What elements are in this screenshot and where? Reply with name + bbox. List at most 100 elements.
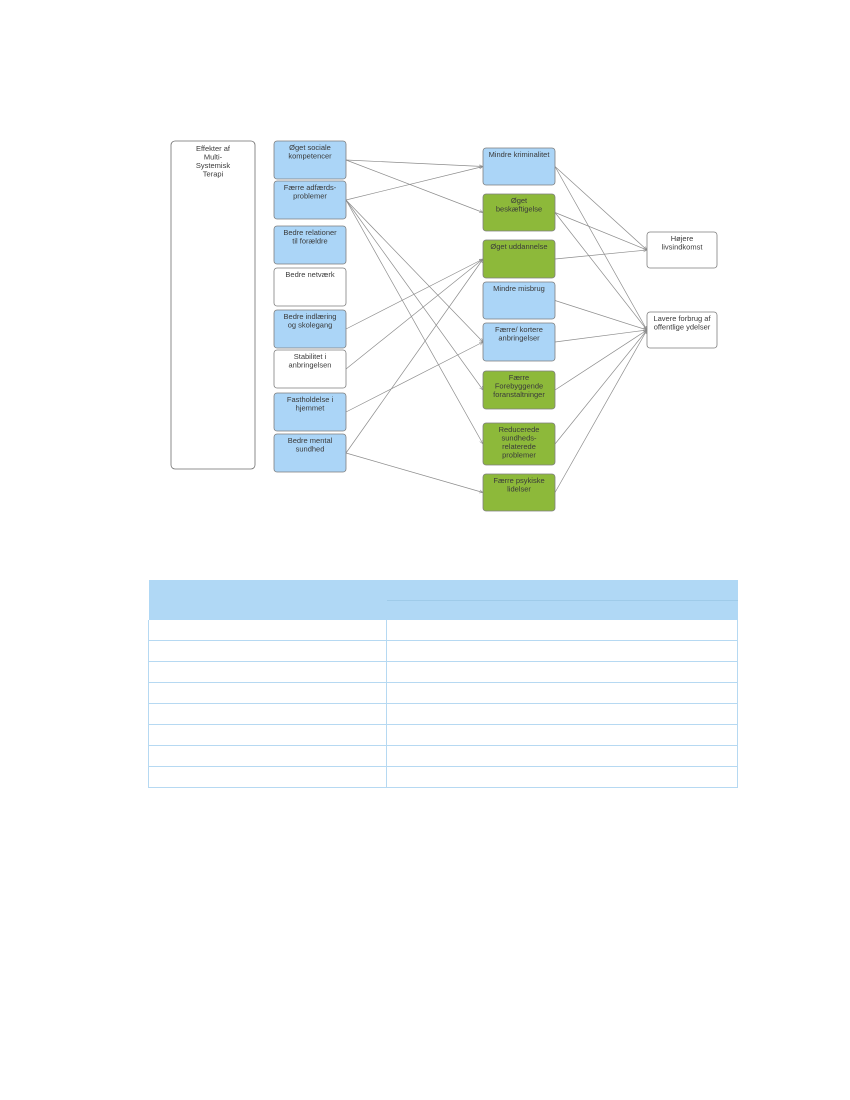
table-cell — [386, 661, 738, 683]
connector-o2-f1 — [554, 212, 647, 251]
side-panel-frame — [170, 140, 256, 470]
final-box-label: livsindkomst — [662, 243, 704, 252]
connector-e2-o5 — [345, 199, 483, 342]
connector-e8-o3 — [345, 259, 483, 454]
table-cell — [148, 745, 387, 767]
outcome-box-label: Færre/ kortere — [495, 325, 543, 334]
table-cell — [386, 745, 738, 767]
table-cell — [148, 724, 387, 746]
final-box-rect — [646, 231, 718, 269]
final-box-label: Lavere forbrug af — [653, 314, 711, 323]
connector-o8-f2 — [554, 330, 647, 493]
effect-box-label: hjemmet — [296, 404, 326, 413]
connector-e1-o1 — [345, 159, 483, 167]
effect-box-label: sundhed — [296, 445, 325, 454]
outcome-box-rect — [482, 473, 556, 512]
table-cell — [148, 661, 387, 683]
effect-box-label: anbringelsen — [289, 361, 332, 370]
outcome-box-3: Øget uddannelse — [482, 239, 556, 279]
table-row — [148, 766, 738, 788]
outcome-box-label: Øget uddannelse — [490, 242, 547, 251]
connector-o3-f1 — [554, 250, 647, 260]
final-box-label: offentlige ydelser — [654, 323, 711, 332]
table-body — [148, 620, 738, 788]
connector-o6-f2 — [554, 330, 647, 391]
table-row — [148, 745, 738, 767]
outcome-box-rect — [482, 239, 556, 279]
effect-box-label: Bedre netværk — [285, 270, 334, 279]
table-row — [148, 682, 738, 704]
side-panel-label: Terapi — [203, 170, 224, 179]
table-row — [148, 703, 738, 725]
effect-box-4: Bedre netværk — [273, 267, 347, 307]
connector-o4-f2 — [554, 300, 647, 331]
outcome-box-label: Reducerede — [499, 425, 540, 434]
outcome-box-label: anbringelser — [498, 334, 540, 343]
outcome-box-rect — [482, 370, 556, 410]
outcome-box-4: Mindre misbrug — [482, 281, 556, 320]
connector-lines — [345, 159, 647, 493]
outcome-box-label: relaterede — [502, 442, 536, 451]
outcomes-column: Mindre kriminalitetØgetbeskæftigelseØget… — [482, 147, 556, 512]
data-table — [148, 580, 738, 788]
effect-box-rect — [273, 267, 347, 307]
connector-e2-o1 — [345, 167, 483, 201]
outcome-box-label: beskæftigelse — [496, 205, 542, 214]
connector-e5-o3 — [345, 258, 483, 330]
outcome-box-label: Forebyggende — [495, 382, 543, 391]
effect-box-2: Færre adfærds-problemer — [273, 180, 347, 220]
connector-o7-f2 — [554, 330, 647, 445]
outcome-box-label: lidelser — [507, 485, 531, 494]
table-row — [148, 620, 738, 641]
connector-e2-o6 — [345, 199, 483, 390]
outcome-box-label: sundheds- — [501, 434, 537, 443]
effect-box-label: Bedre relationer — [283, 228, 337, 237]
side-panel-label: Systemisk — [196, 161, 230, 170]
connector-e2-o7 — [345, 199, 484, 444]
outcome-box-label: Færre psykiske — [493, 476, 544, 485]
table-cell — [148, 682, 387, 704]
effect-box-rect — [273, 309, 347, 349]
effect-box-label: Færre adfærds- — [284, 183, 337, 192]
effect-box-label: og skolegang — [288, 321, 333, 330]
table-cell — [386, 724, 738, 746]
connector-o1-f1 — [554, 166, 647, 251]
effect-box-rect — [273, 180, 347, 220]
table-cell — [148, 640, 387, 662]
outcome-box-label: Mindre misbrug — [493, 284, 545, 293]
outcome-box-label: Færre — [509, 373, 529, 382]
table-cell — [386, 682, 738, 704]
effect-box-rect — [273, 392, 347, 432]
final-box-label: Højere — [671, 234, 694, 243]
effect-box-label: Bedre indlæring — [284, 312, 337, 321]
table-cell — [148, 766, 387, 788]
connector-e8-o8 — [345, 452, 483, 493]
connector-o2-f2 — [554, 212, 647, 331]
table-cell — [148, 620, 387, 641]
table-cell — [386, 620, 738, 641]
outcome-box-rect — [482, 147, 556, 186]
connector-e6-o3 — [345, 259, 483, 370]
effect-box-label: Fastholdelse i — [287, 395, 334, 404]
effect-box-label: Bedre mental — [288, 436, 333, 445]
table-cell — [148, 703, 387, 725]
side-panel-label: Effekter af — [196, 144, 231, 153]
table-cell — [386, 766, 738, 788]
table-row — [148, 661, 738, 683]
effect-box-rect — [273, 225, 347, 265]
table-header-subdivider — [386, 580, 738, 601]
